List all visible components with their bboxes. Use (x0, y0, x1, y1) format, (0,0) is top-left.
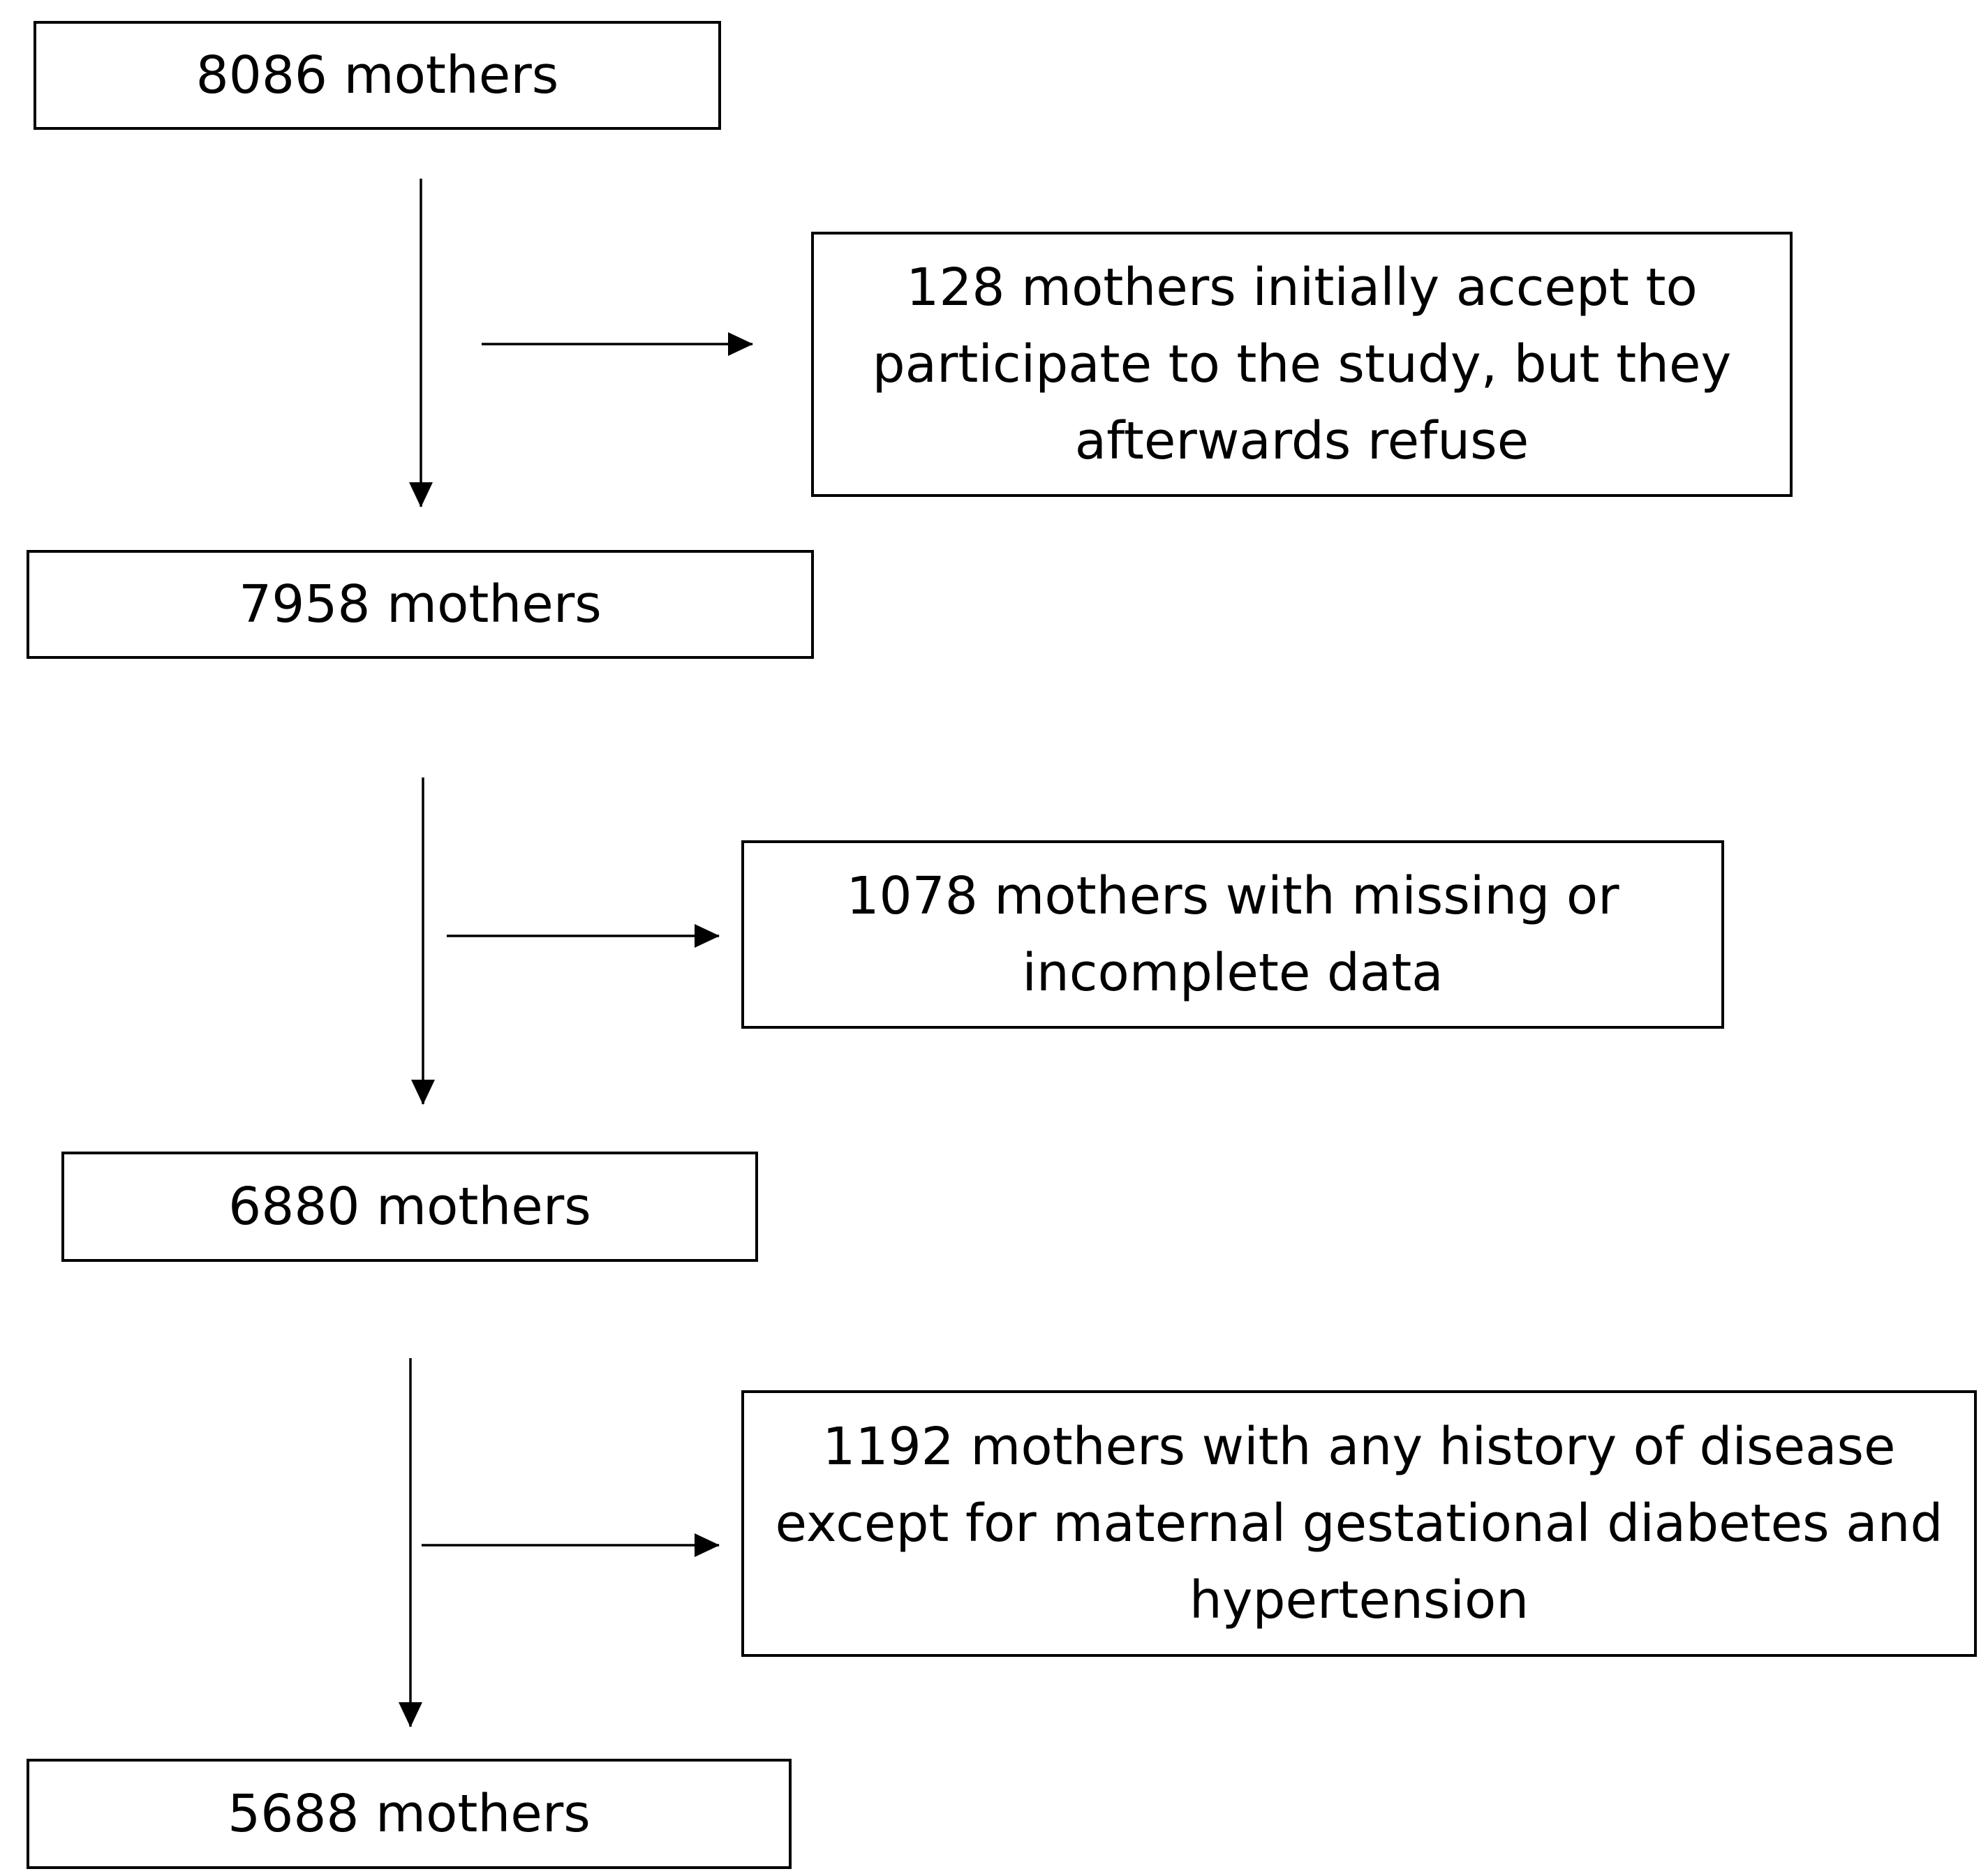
exclusion-line: 128 mothers initially accept to (906, 258, 1698, 318)
exclusion-line: 1078 mothers with missing or (846, 866, 1619, 926)
exclusion-box-disease-history: 1192 mothers with any history of disease… (741, 1390, 1977, 1657)
exclusion-line: participate to the study, but they (872, 334, 1732, 394)
main-box-label: 5688 mothers (228, 1784, 591, 1844)
exclusion-line: except for maternal gestational diabetes… (775, 1494, 1943, 1554)
main-box-8086: 8086 mothers (34, 21, 721, 130)
main-box-5688: 5688 mothers (27, 1759, 792, 1869)
main-box-6880: 6880 mothers (61, 1152, 758, 1262)
main-box-label: 8086 mothers (195, 45, 559, 105)
main-box-label: 6880 mothers (228, 1177, 591, 1237)
exclusion-box-refused: 128 mothers initially accept to particip… (811, 232, 1793, 497)
exclusion-line: incomplete data (1022, 943, 1444, 1003)
exclusion-line: hypertension (1189, 1570, 1529, 1630)
exclusion-box-missing-data: 1078 mothers with missing or incomplete … (741, 840, 1724, 1029)
main-box-label: 7958 mothers (239, 574, 602, 634)
exclusion-line: afterwards refuse (1074, 411, 1529, 471)
exclusion-line: 1192 mothers with any history of disease (822, 1417, 1896, 1477)
main-box-7958: 7958 mothers (27, 550, 814, 659)
